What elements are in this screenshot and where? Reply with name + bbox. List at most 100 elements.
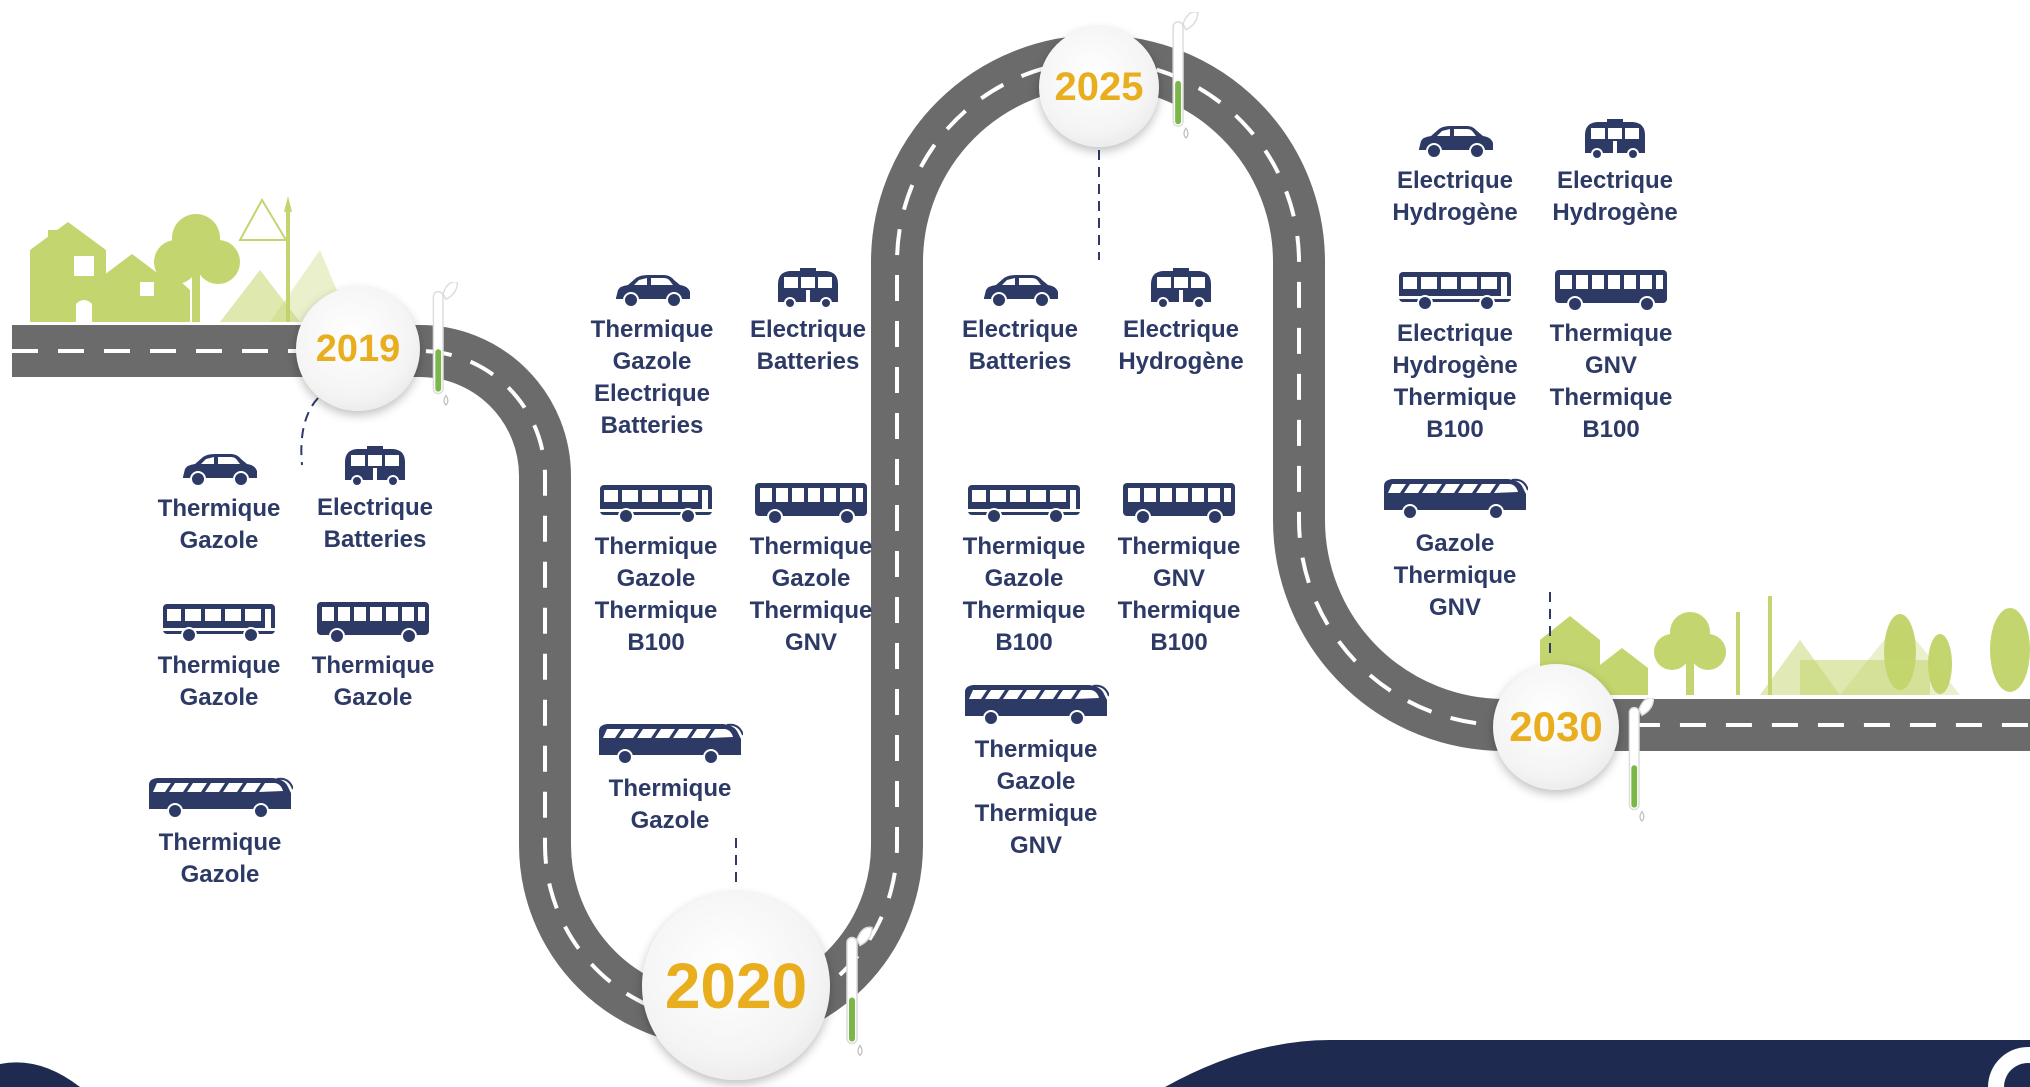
energy-label: Batteries <box>323 526 427 553</box>
energy-label: Electrique <box>1556 167 1674 194</box>
energy-label: Electrique <box>1122 316 1240 343</box>
car-icon <box>612 274 692 308</box>
minibus-icon <box>966 481 1082 525</box>
vehicle-group-2030-coach: Gazole Thermique GNV <box>1380 476 1530 624</box>
energy-label: Gazole <box>771 565 851 592</box>
energy-labels: Electrique Batteries <box>317 492 433 556</box>
energy-label: Batteries <box>968 348 1072 375</box>
milestone-year: 2020 <box>664 950 808 1022</box>
energy-labels: Electrique Hydrogène <box>1118 314 1243 378</box>
energy-label: Thermique <box>1117 597 1241 624</box>
energy-label: Electrique <box>749 316 867 343</box>
vehicle-group-2019-minibus: Thermique Gazole <box>144 600 294 714</box>
energy-label: Batteries <box>756 348 860 375</box>
energy-labels: Electrique Batteries <box>962 314 1078 378</box>
energy-label: GNV <box>1009 832 1062 859</box>
energy-label: Thermique <box>594 597 718 624</box>
car-icon <box>980 274 1060 308</box>
vehicle-group-2030-car: Electrique Hydrogène <box>1380 125 1530 229</box>
milestone-2030: 2030 <box>1493 664 1619 790</box>
energy-label: Thermique <box>157 495 281 522</box>
energy-labels: Thermique Gazole <box>312 650 435 714</box>
vehicle-group-2019-car: Thermique Gazole <box>144 453 294 557</box>
energy-label: Gazole <box>179 684 259 711</box>
vehicle-group-2020-minibus: Thermique Gazole Thermique B100 <box>581 481 731 659</box>
milestone-2025: 2025 <box>1039 27 1159 147</box>
energy-label: Electrique <box>316 494 434 521</box>
vehicle-group-2019-coach: Thermique Gazole <box>145 775 295 891</box>
car-icon <box>179 453 259 487</box>
footer-band <box>1165 1040 2030 1087</box>
energy-labels: Thermique GNV Thermique B100 <box>1118 531 1241 659</box>
energy-label: GNV <box>1152 565 1205 592</box>
road-center-dashes <box>12 59 2030 1023</box>
energy-label: B100 <box>1426 416 1484 443</box>
energy-labels: Electrique Batteries <box>750 314 866 378</box>
energy-labels: Thermique Gazole <box>158 650 281 714</box>
energy-labels: Thermique Gazole <box>159 827 282 891</box>
minibus-icon <box>598 481 714 525</box>
energy-labels: Thermique GNV Thermique B100 <box>1550 318 1673 446</box>
energy-label: Hydrogène <box>1552 199 1678 226</box>
bus-icon <box>1553 266 1669 312</box>
energy-label: Thermique <box>749 597 873 624</box>
energy-label: Thermique <box>749 533 873 560</box>
shuttle-icon <box>1579 119 1651 159</box>
milestone-year: 2030 <box>1509 703 1603 750</box>
coach-icon <box>597 721 743 767</box>
milestone-year: 2025 <box>1054 64 1144 109</box>
energy-label: Hydrogène <box>1392 199 1518 226</box>
energy-label: Electrique <box>961 316 1079 343</box>
milestone-2020: 2020 <box>642 892 830 1080</box>
energy-labels: Gazole Thermique GNV <box>1394 528 1517 624</box>
energy-label: Thermique <box>1117 533 1241 560</box>
vehicle-group-2025-bus: Thermique GNV Thermique B100 <box>1104 479 1254 659</box>
energy-label: Gazole <box>1415 530 1495 557</box>
green-city-right <box>1540 596 2030 695</box>
energy-label: Thermique <box>608 775 732 802</box>
energy-label: GNV <box>784 629 837 656</box>
energy-labels: Thermique Gazole Thermique GNV <box>975 734 1098 862</box>
shuttle-icon <box>772 268 844 308</box>
energy-label: Gazole <box>996 768 1076 795</box>
energy-label: Thermique <box>311 652 435 679</box>
energy-label: Thermique <box>1393 384 1517 411</box>
energy-labels: Electrique Hydrogène Thermique B100 <box>1392 318 1517 446</box>
energy-label: B100 <box>1150 629 1208 656</box>
minibus-icon <box>1397 268 1513 312</box>
minibus-icon <box>161 600 277 644</box>
milestone-year: 2019 <box>315 327 401 370</box>
energy-label: Gazole <box>984 565 1064 592</box>
shuttle-icon <box>339 446 411 486</box>
bus-icon <box>315 598 431 644</box>
energy-label: Hydrogène <box>1118 348 1244 375</box>
vehicle-group-2025-car: Electrique Batteries <box>945 274 1095 378</box>
energy-label: Electrique <box>1396 167 1514 194</box>
energy-labels: Thermique Gazole <box>158 493 281 557</box>
energy-label: B100 <box>995 629 1053 656</box>
energy-label: Gazole <box>616 565 696 592</box>
connector-lines <box>300 150 1551 888</box>
energy-label: Gazole <box>180 861 260 888</box>
energy-label: Thermique <box>962 533 1086 560</box>
vehicle-group-2030-minibus: Electrique Hydrogène Thermique B100 <box>1380 268 1530 446</box>
energy-label: Gazole <box>333 684 413 711</box>
energy-labels: Electrique Hydrogène <box>1392 165 1517 229</box>
energy-label: Gazole <box>179 527 259 554</box>
energy-label: Thermique <box>1393 562 1517 589</box>
energy-label: Thermique <box>974 800 1098 827</box>
energy-label: Electrique <box>593 380 711 407</box>
energy-label: Thermique <box>1549 384 1673 411</box>
energy-labels: Thermique Gazole Electrique Batteries <box>591 314 714 442</box>
vehicle-group-2020-coach: Thermique Gazole <box>595 721 745 837</box>
vehicle-group-2020-car: Thermique Gazole Electrique Batteries <box>577 274 727 442</box>
bus-icon <box>753 479 869 525</box>
energy-label: GNV <box>1584 352 1637 379</box>
energy-labels: Thermique Gazole Thermique GNV <box>750 531 873 659</box>
vehicle-group-2019-shuttle: Electrique Batteries <box>300 446 450 556</box>
vehicle-group-2025-minibus: Thermique Gazole Thermique B100 <box>949 481 1099 659</box>
energy-label: Electrique <box>1396 320 1514 347</box>
vehicle-group-2025-coach: Thermique Gazole Thermique GNV <box>961 682 1111 862</box>
energy-label: Gazole <box>612 348 692 375</box>
